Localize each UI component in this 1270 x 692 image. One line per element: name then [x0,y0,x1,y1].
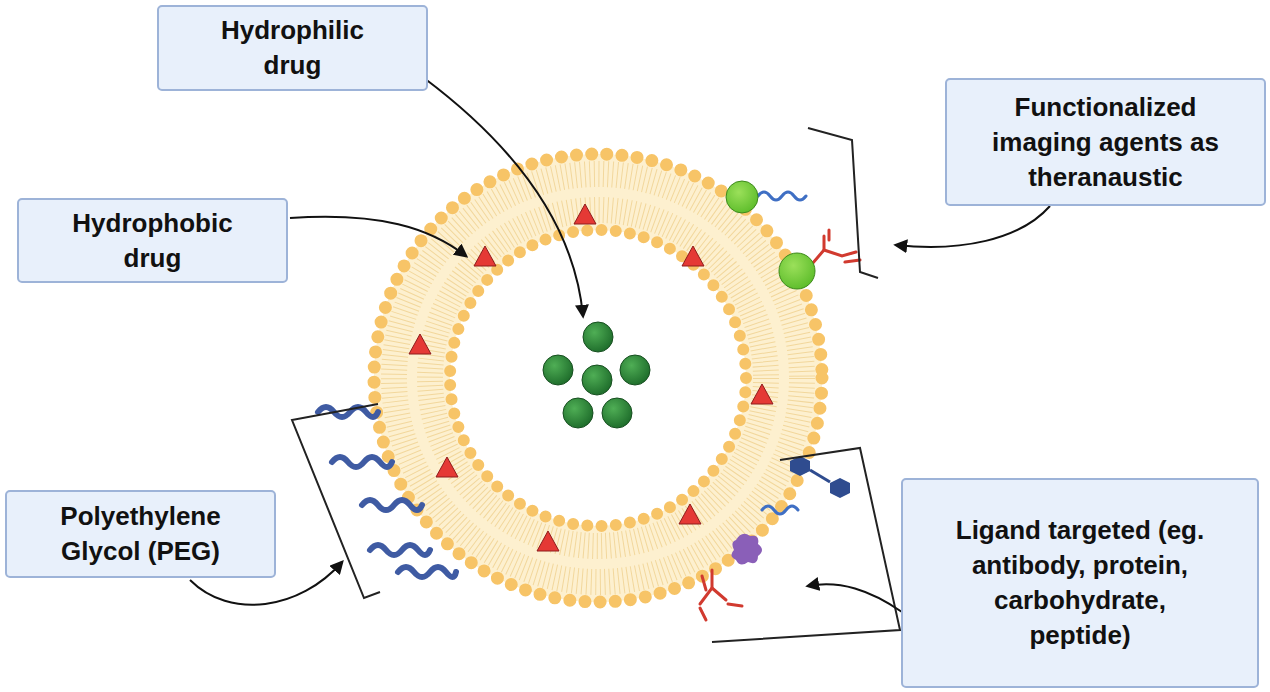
imaging-agents [726,181,860,289]
callout-label: Hydrophobic drug [58,206,248,276]
callout-label: Polyethylene Glycol (PEG) [36,499,246,569]
callout-label: Hydrophilic drug [203,13,383,83]
hydrophobic-drug-symbols [409,204,773,551]
callout-box: Ligand targeted (eg. antibody, protein, … [901,478,1259,688]
targeting-ligands [700,456,850,620]
lipid-bilayer [374,154,822,602]
callout-label: Ligand targeted (eg. antibody, protein, … [947,513,1213,653]
callout-label: Functionalized imaging agents as therana… [976,90,1236,195]
callout-box: Functionalized imaging agents as therana… [945,78,1266,206]
grouping-brackets [292,128,900,642]
callout-box: Hydrophobic drug [17,198,288,283]
peg-chains [318,407,456,577]
hydrophilic-drug-spheres [543,322,650,428]
callout-box: Polyethylene Glycol (PEG) [5,490,276,578]
callout-box: Hydrophilic drug [157,5,428,91]
